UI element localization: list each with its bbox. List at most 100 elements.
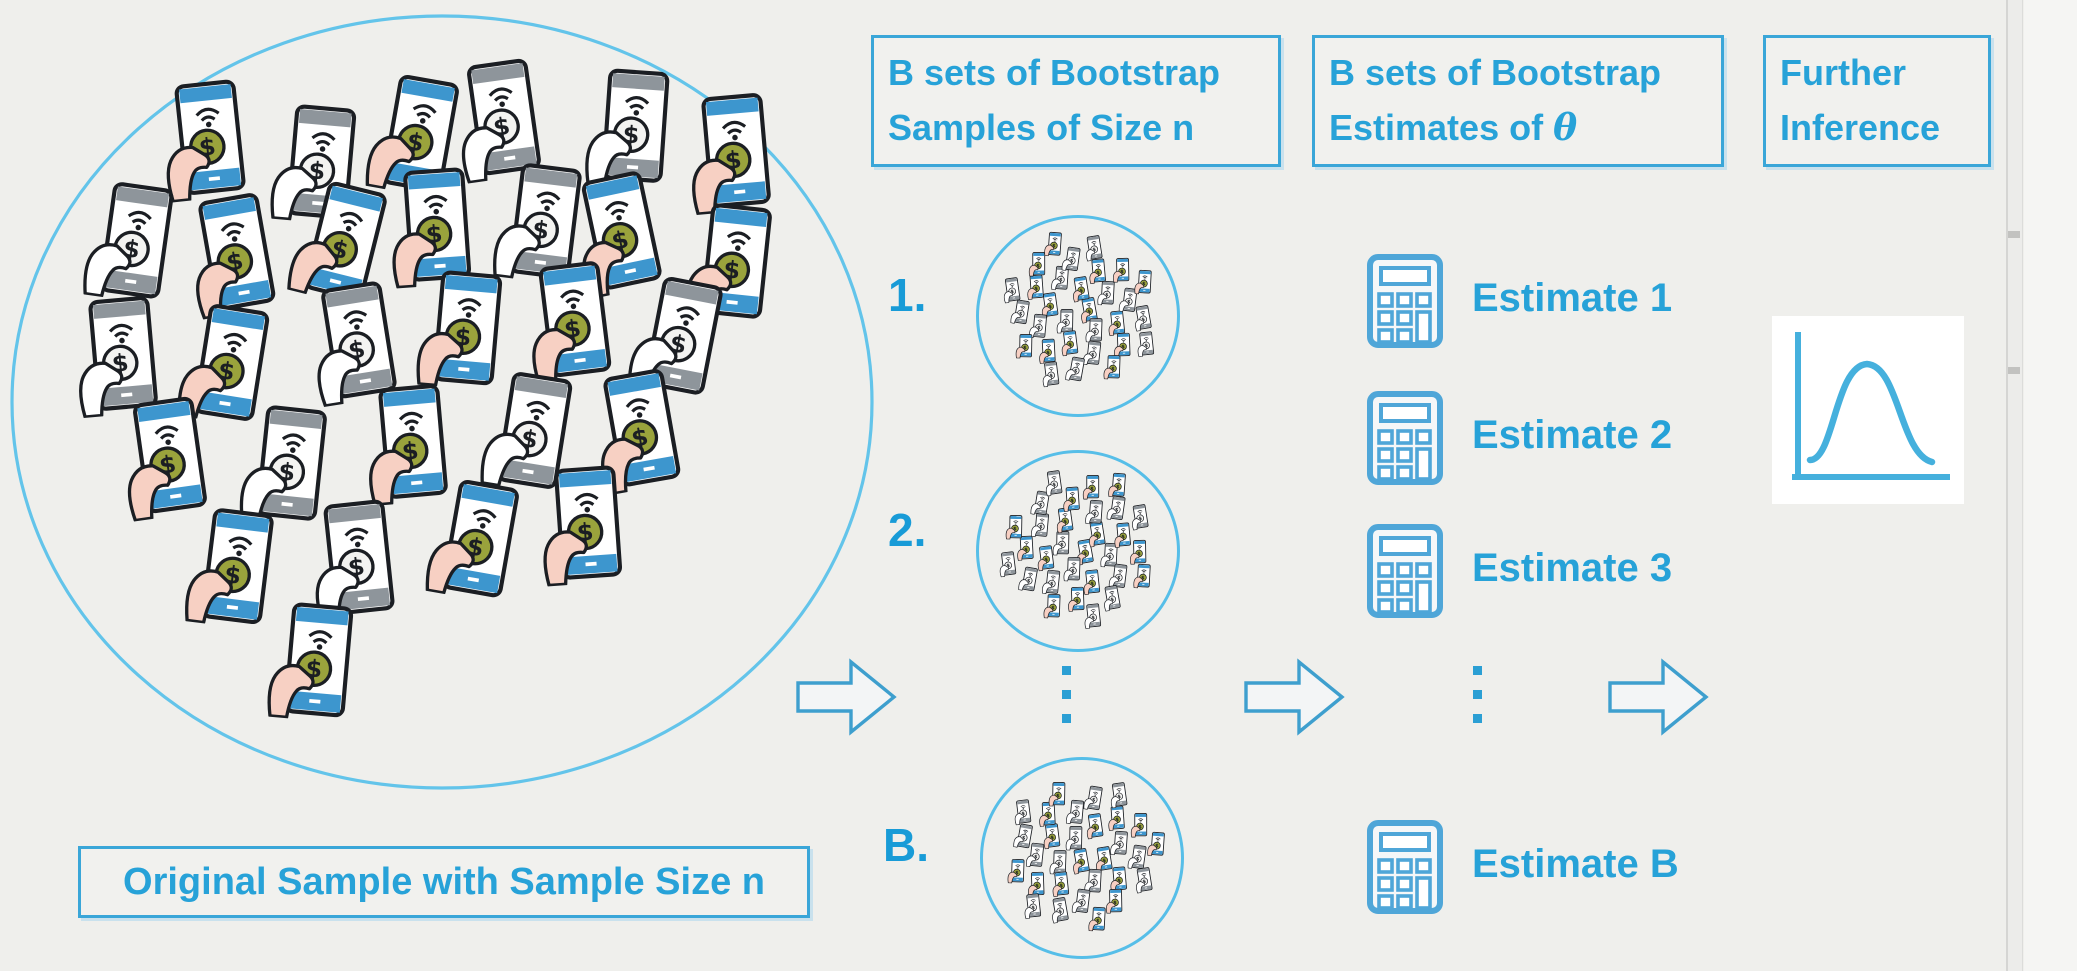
smartphone-payment-icon: $ — [1065, 356, 1085, 381]
smartphone-payment-icon: $ — [1086, 813, 1104, 840]
header-box-bootstrap-estimates: B sets of Bootstrap Estimates of θ — [1312, 35, 1724, 167]
smartphone-payment-icon: $ — [1043, 823, 1060, 850]
smartphone-payment-icon: $ — [1089, 258, 1107, 285]
smartphone-payment-icon: $ — [627, 276, 723, 395]
smartphone-payment-icon: $ — [1130, 813, 1147, 838]
smartphone-payment-icon: $ — [1113, 332, 1130, 358]
svg-text:$: $ — [1117, 878, 1122, 884]
theta-symbol: θ — [1553, 106, 1578, 149]
smartphone-payment-icon: $ — [1052, 871, 1069, 898]
svg-text:$: $ — [1091, 615, 1096, 621]
svg-text:$: $ — [1092, 511, 1096, 517]
svg-text:$: $ — [1144, 343, 1149, 349]
smartphone-payment-icon: $ — [1042, 361, 1059, 388]
svg-text:$: $ — [1141, 575, 1145, 581]
svg-text:$: $ — [1093, 329, 1097, 335]
sample-number-2: 2. — [888, 504, 927, 556]
header-line: Estimates of θ — [1329, 106, 1578, 149]
svg-text:$: $ — [1048, 304, 1053, 310]
smartphone-payment-icon: $ — [1063, 486, 1080, 512]
header-line: B sets of Bootstrap — [888, 52, 1221, 93]
smartphone-payment-icon: $ — [1018, 566, 1038, 592]
smartphone-payment-icon: $ — [287, 182, 387, 301]
scrollbar-mark — [2008, 367, 2020, 374]
smartphone-payment-icon: $ — [1061, 246, 1081, 271]
svg-text:$: $ — [1155, 843, 1159, 849]
smartphone-payment-icon: $ — [600, 368, 681, 496]
svg-text:$: $ — [1071, 568, 1075, 574]
svg-text:$: $ — [1116, 575, 1121, 581]
svg-text:$: $ — [1138, 516, 1143, 523]
svg-text:$: $ — [1142, 879, 1147, 886]
smartphone-payment-icon: $ — [1006, 515, 1023, 540]
svg-text:$: $ — [1037, 263, 1041, 269]
smartphone-payment-icon: $ — [1135, 305, 1152, 332]
smartphone-payment-icon: $ — [532, 261, 612, 387]
smartphone-payment-icon: $ — [1119, 287, 1138, 312]
smartphone-payment-icon: $ — [1068, 586, 1085, 612]
smartphone-payment-icon: $ — [1095, 845, 1113, 873]
smartphone-payment-icon: $ — [1027, 274, 1044, 300]
svg-text:$: $ — [1038, 502, 1043, 509]
bootstrap-sample-circle-B: $ $ $ $ — [980, 757, 1184, 959]
svg-text:$: $ — [1080, 900, 1085, 906]
svg-text:$: $ — [1021, 835, 1026, 842]
smartphone-payment-icon: $ — [1089, 520, 1106, 548]
right-arrow-icon — [1244, 658, 1345, 736]
smartphone-payment-icon: $ — [1083, 785, 1103, 810]
smartphone-payment-icon: $ — [1072, 848, 1090, 875]
smartphone-payment-icon: $ — [581, 171, 662, 301]
svg-text:$: $ — [1111, 366, 1115, 372]
calculator-icon — [1366, 253, 1444, 349]
header-line: Inference — [1780, 106, 1941, 148]
smartphone-payment-icon: $ — [83, 182, 174, 299]
smartphone-payment-icon: $ — [185, 507, 274, 624]
smartphone-payment-icon: $ — [1045, 469, 1063, 496]
svg-text:$: $ — [1138, 825, 1142, 831]
estimate-label: Estimate B — [1472, 842, 1679, 886]
svg-text:$: $ — [1063, 519, 1068, 525]
svg-text:$: $ — [1091, 352, 1096, 358]
svg-text:$: $ — [1118, 842, 1122, 848]
smartphone-payment-icon: $ — [1063, 556, 1081, 582]
scrollbar-track[interactable] — [2006, 0, 2023, 971]
smartphone-payment-icon: $ — [1007, 858, 1025, 884]
svg-text:$: $ — [1037, 325, 1042, 331]
svg-text:$: $ — [1074, 811, 1079, 817]
population-ellipse-outline — [10, 14, 874, 790]
smartphone-payment-icon: $ — [1132, 504, 1149, 531]
smartphone-payment-icon: $ — [196, 192, 276, 320]
scrollbar-mark — [2008, 231, 2020, 238]
smartphone-payment-icon: $ — [368, 384, 448, 507]
smartphone-payment-icon: $ — [1038, 545, 1055, 572]
smartphone-payment-icon: $ — [461, 58, 541, 184]
smartphone-payment-icon: $ — [1114, 522, 1132, 549]
further-inference-chart — [1772, 316, 1964, 504]
svg-text:$: $ — [1006, 563, 1011, 569]
smartphone-payment-icon: $ — [492, 163, 582, 279]
smartphone-payment-icon: $ — [1104, 354, 1121, 380]
smartphone-payment-icon: $ — [177, 304, 270, 421]
right-arrow-icon — [1608, 658, 1709, 736]
svg-text:$: $ — [1039, 525, 1044, 531]
sample-number-B: B. — [883, 819, 929, 871]
svg-text:$: $ — [1031, 905, 1036, 911]
smartphone-payment-icon: $ — [239, 405, 327, 522]
svg-text:$: $ — [1064, 320, 1068, 326]
smartphone-payment-icon: $ — [1012, 823, 1033, 849]
svg-text:$: $ — [1044, 557, 1049, 563]
smartphone-payment-icon: $ — [267, 602, 354, 719]
calculator-icon — [1366, 819, 1444, 915]
svg-text:$: $ — [1046, 350, 1050, 356]
svg-text:$: $ — [1069, 258, 1074, 264]
svg-text:$: $ — [1115, 817, 1119, 823]
smartphone-payment-icon: $ — [1097, 281, 1115, 306]
svg-text:$: $ — [1036, 883, 1040, 889]
svg-text:$: $ — [1141, 317, 1146, 324]
smartphone-payment-icon: $ — [1104, 584, 1121, 612]
svg-text:$: $ — [1127, 299, 1132, 305]
smartphone-payment-icon: $ — [1084, 603, 1102, 629]
svg-text:$: $ — [1096, 918, 1100, 924]
smartphone-payment-icon: $ — [692, 93, 772, 216]
smartphone-payment-icon: $ — [392, 167, 471, 290]
